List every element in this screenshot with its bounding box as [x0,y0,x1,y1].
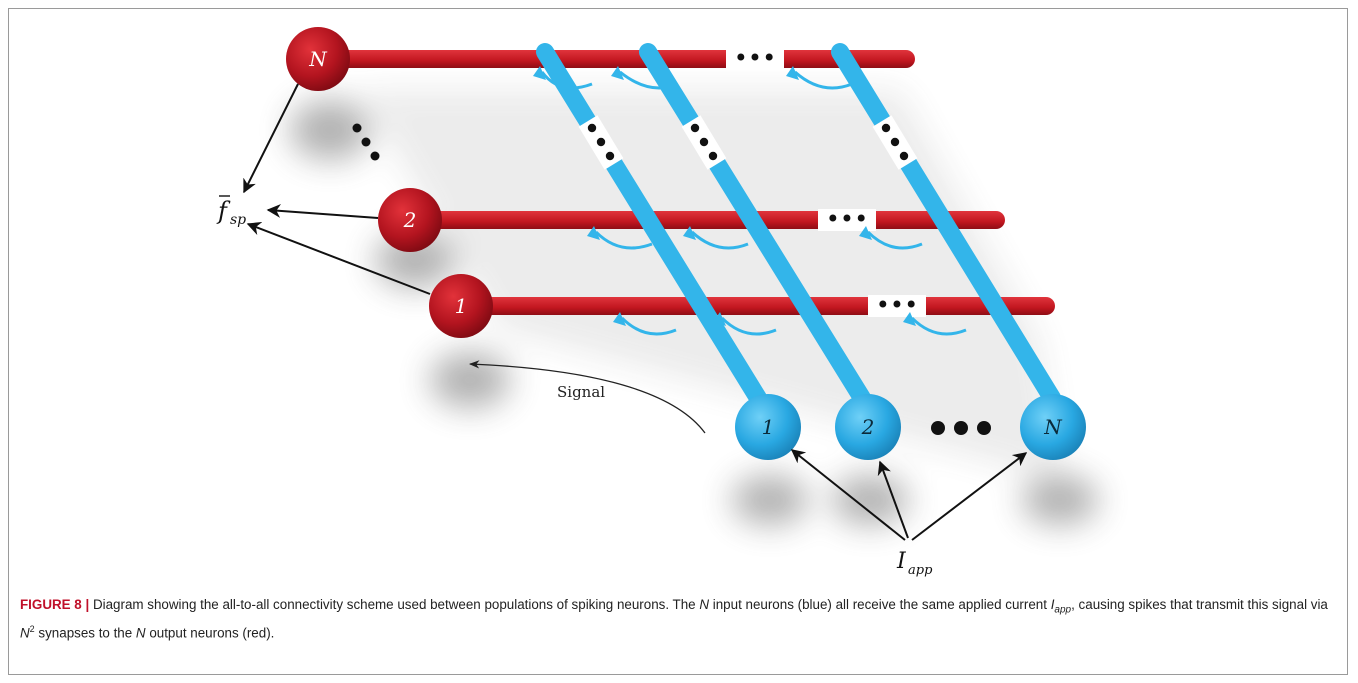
caption-text-2: input neurons (blue) all receive the sam… [709,597,1051,612]
ellipsis-axon-n: ••• [734,44,776,72]
axon-overlaps [330,50,535,68]
dendrite-n [831,43,1061,407]
figure-label: FIGURE 8 | [20,597,90,612]
caption-n-2: N [20,625,30,641]
input-neuron-1: 1 [735,394,801,460]
svg-text:app: app [908,563,933,578]
dendrite-dots [587,123,909,161]
dendrite-2 [639,43,871,407]
svg-text:2: 2 [403,208,417,232]
figure-caption: FIGURE 8 | Diagram showing the all-to-al… [20,595,1340,642]
svg-text:f: f [216,197,231,225]
applied-current-arrows [790,449,1028,541]
caption-text-1: Diagram showing the all-to-all connectiv… [89,597,700,612]
axon-ellipses: ••• ••• ••• [726,44,926,319]
caption-n-3: N [135,625,146,641]
ellipsis-axon-2: ••• [826,205,868,233]
connectivity-diagram: ••• ••• ••• N [216,27,1098,578]
input-neuron-2: 2 [835,394,901,460]
applied-current-label: I app [896,549,933,578]
mean-spike-rate-label: f sp [216,195,246,228]
signal-label: Signal [557,383,605,401]
svg-text:I: I [896,549,907,574]
input-ellipsis [931,421,991,435]
svg-text:1: 1 [762,415,775,439]
svg-text:2: 2 [861,415,875,439]
ellipsis-axon-1: ••• [876,291,918,319]
svg-text:sp: sp [230,212,246,228]
output-neuron-2: 2 [378,188,442,252]
caption-n-1: N [699,597,710,612]
input-neuron-n: N [1020,394,1086,460]
axon-2 [420,211,1005,229]
dendrite-1 [536,43,767,407]
readout-arrows [243,83,431,295]
drop-shadows [290,90,1098,525]
caption-sup-2: 2 [29,623,35,634]
output-ellipsis [352,123,380,161]
svg-text:1: 1 [455,294,468,318]
output-neuron-1: 1 [429,274,493,338]
axon-1 [470,297,1055,315]
svg-text:N: N [308,47,328,71]
caption-text-4: synapses to the [34,625,136,641]
caption-i-app: Iapp [1050,597,1072,616]
caption-text-3: , causing spikes that transmit this sign… [1071,597,1328,612]
input-dendrites [536,43,1061,407]
svg-text:N: N [1043,415,1063,439]
output-neuron-n: N [286,27,350,91]
caption-text-5: output neurons (red). [145,625,275,641]
synapse-arrowheads [533,66,916,326]
signal-arrow [468,360,706,434]
